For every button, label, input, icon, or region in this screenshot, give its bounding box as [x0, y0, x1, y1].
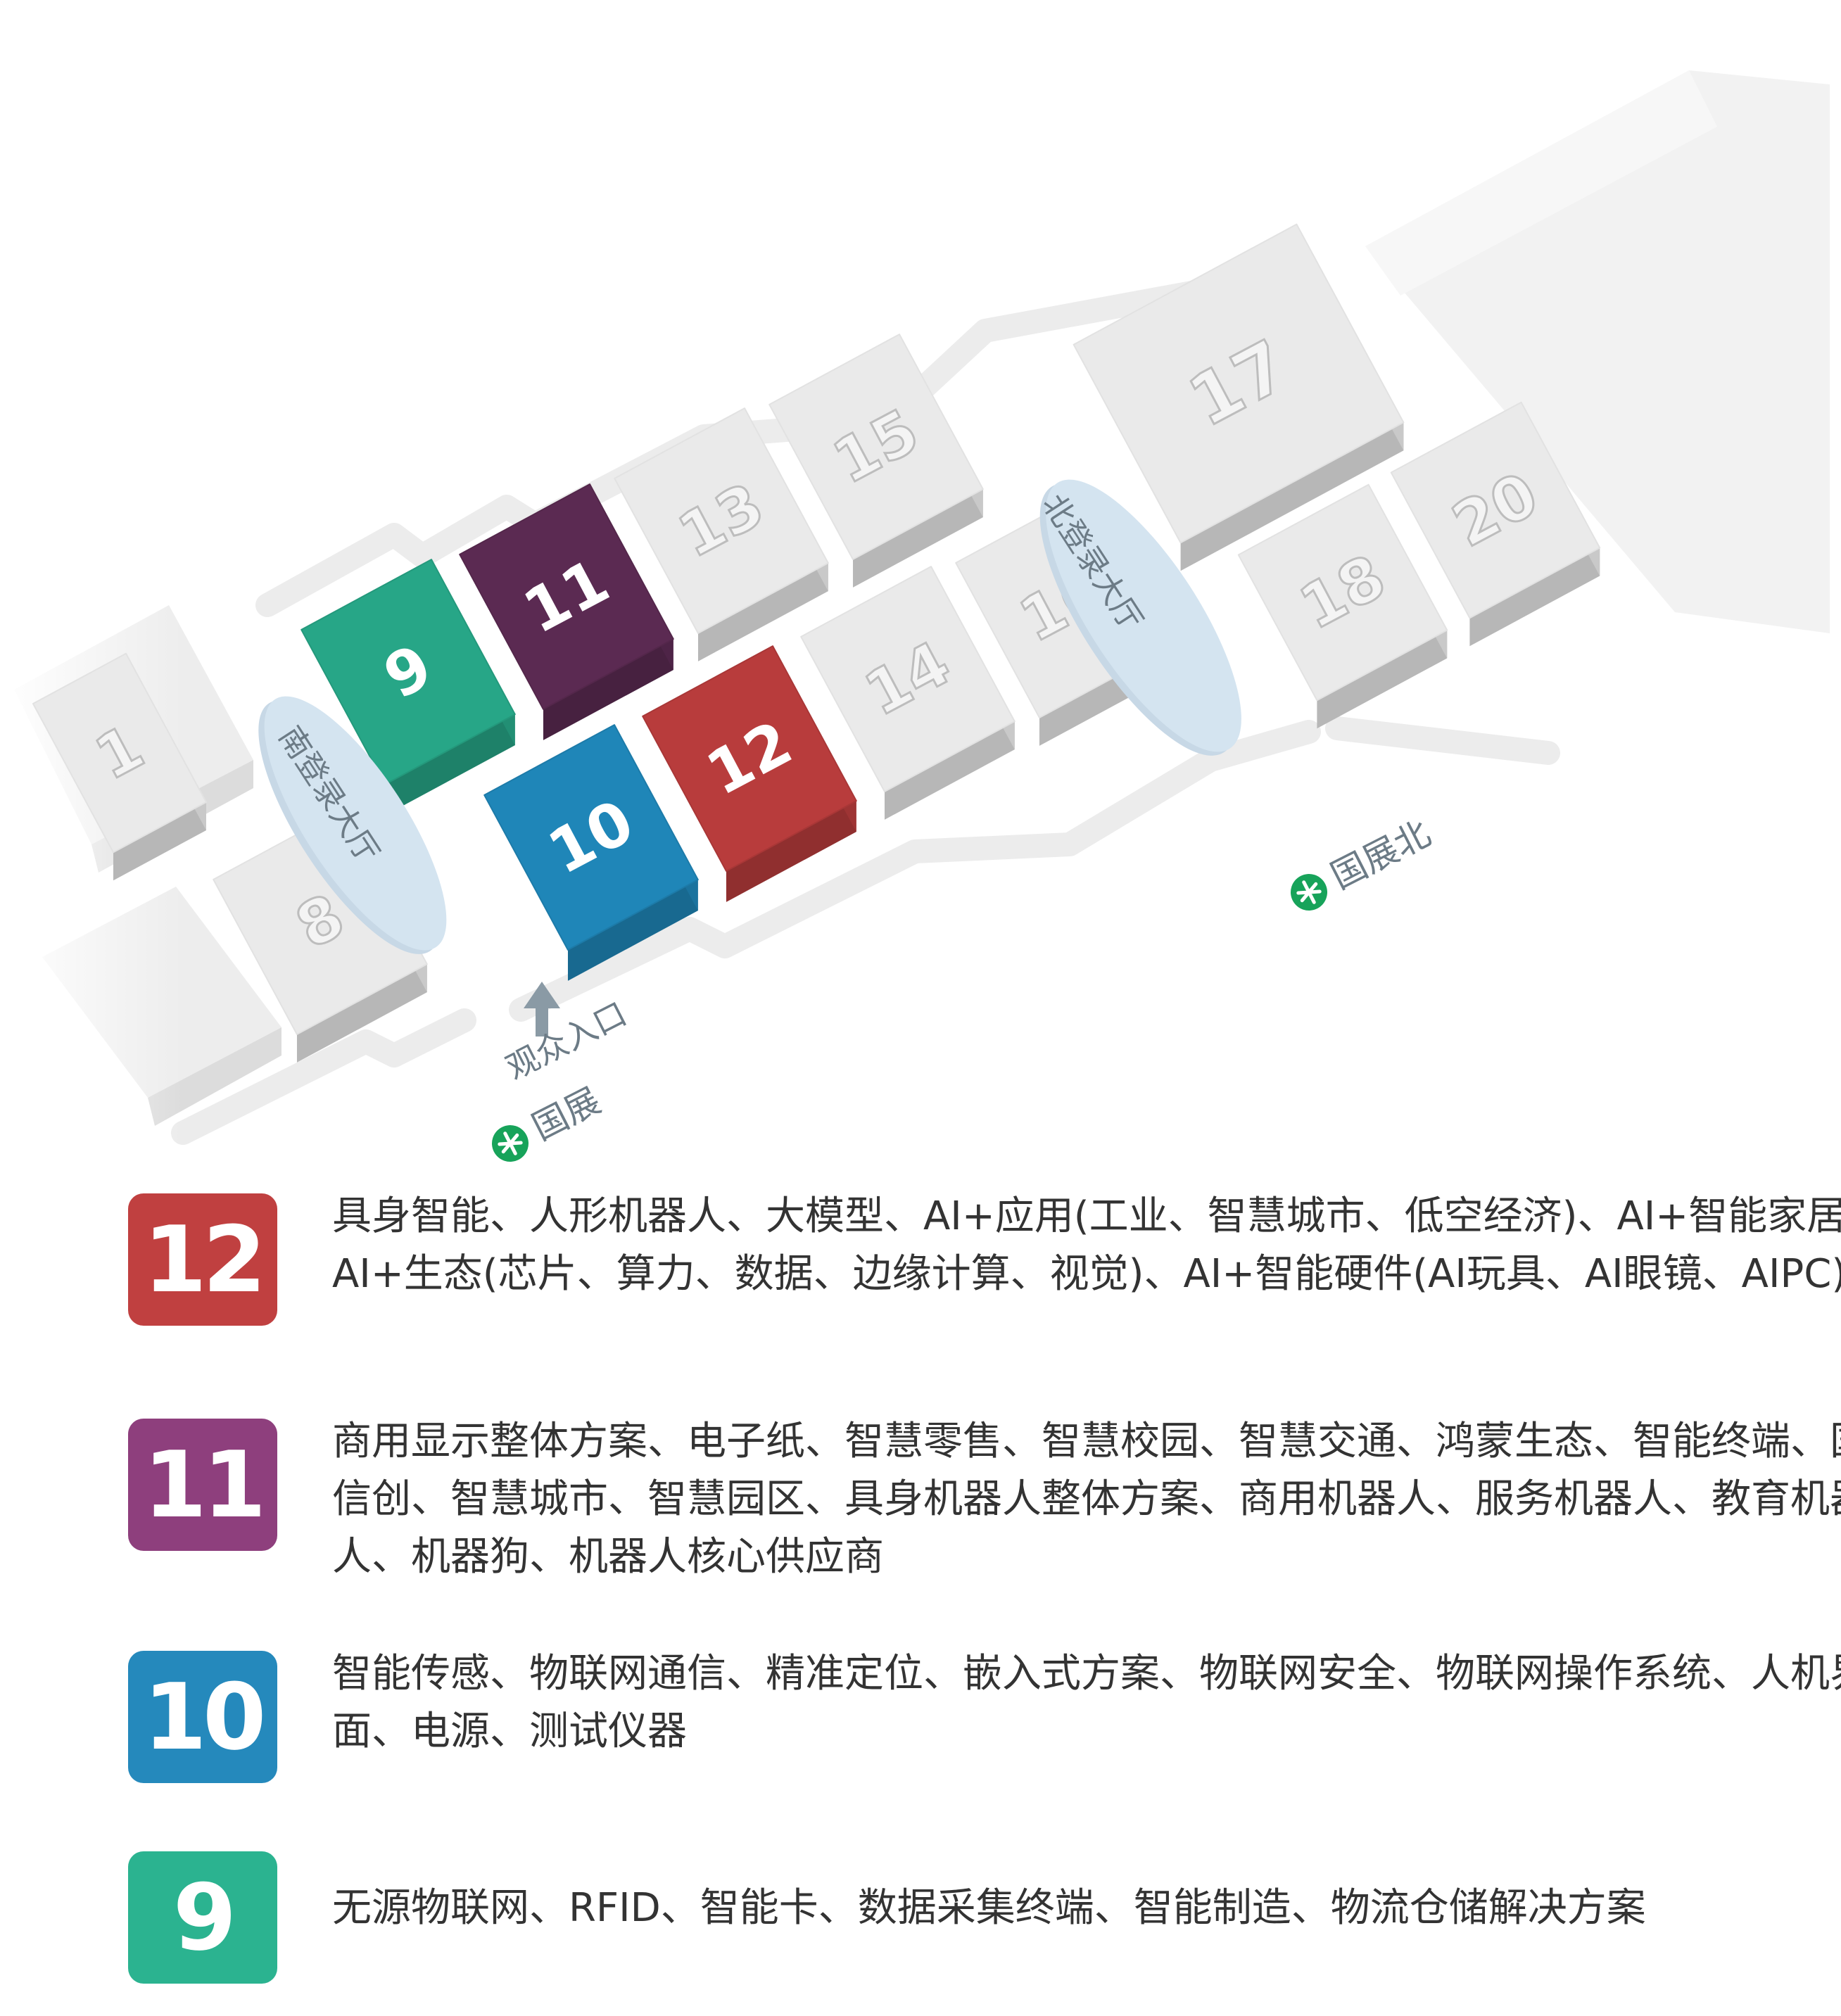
legend-badge-11: 11 — [128, 1419, 277, 1551]
hall-9-top — [300, 559, 516, 785]
hall-12[interactable]: 12 — [642, 645, 857, 902]
hall-1[interactable]: 1 — [32, 652, 207, 881]
hall-17-side-front — [1180, 422, 1404, 571]
metro-station-guozhan[interactable]: 国展 — [484, 1080, 607, 1168]
hall-17[interactable]: 17 — [1073, 223, 1405, 571]
building-top-right — [1365, 70, 1830, 633]
north-lobby[interactable] — [1006, 453, 1276, 782]
hall-8-side-front — [296, 964, 427, 1063]
legend-text-9: 无源物联网、RFID、智能卡、数据采集终端、智能制造、物流仓储解决方案 — [332, 1885, 1646, 1931]
hall-1-top — [32, 652, 207, 854]
metro-station-guozhan-north-label: 国展北 — [1324, 813, 1437, 897]
metro-station-guozhan-north[interactable]: 国展北 — [1283, 813, 1437, 918]
hall-15-side-front — [852, 489, 983, 588]
hall-13[interactable]: 13 — [614, 407, 829, 661]
hall-1-side-front — [113, 801, 206, 881]
hall-15-top — [768, 334, 984, 560]
hall-15[interactable]: 15 — [768, 334, 984, 588]
hall-11-side-front — [543, 639, 673, 740]
metro-station-guozhan-label: 国展 — [526, 1080, 607, 1148]
legend-text-11: 商用显示整体方案、电子纸、智慧零售、智慧校园、智慧交通、鸿蒙生态、智能终端、国产… — [332, 1419, 1841, 1580]
entrance-arrow-icon — [524, 982, 560, 1036]
hall-18[interactable]: 18 — [1237, 483, 1448, 729]
hall-legend: 12 具身智能、人形机器人、大模型、AI+应用(工业、智慧城市、低空经济)、AI… — [0, 1182, 1841, 2016]
legend-badge-10: 10 — [128, 1651, 277, 1783]
hall-14[interactable]: 14 — [800, 566, 1016, 820]
hall-9-side-front — [384, 714, 515, 816]
hall-12-top — [642, 645, 857, 872]
hall-13-top — [614, 407, 829, 634]
hall-12-side-front — [726, 801, 856, 902]
hall-10-side-front — [567, 880, 698, 981]
legend-text-10: 智能传感、物联网通信、精准定位、嵌入式方案、物联网安全、物联网操作系统、人机界面… — [332, 1651, 1841, 1754]
hall-20[interactable]: 20 — [1390, 401, 1601, 647]
hall-9[interactable]: 9 — [300, 559, 516, 816]
hall-14-side-front — [884, 721, 1015, 820]
hall-10[interactable]: 10 — [483, 724, 699, 981]
hall-18-top — [1237, 483, 1448, 702]
hall-11-top — [459, 483, 674, 710]
south-lobby[interactable] — [227, 672, 479, 979]
hall-20-top — [1390, 401, 1601, 619]
hall-17-top — [1073, 223, 1405, 544]
halls-left-faded — [0, 605, 281, 1168]
hall-14-top — [800, 566, 1016, 792]
legend-badge-12: 12 — [128, 1193, 277, 1326]
hall-10-top — [483, 724, 699, 951]
hall-20-side-front — [1469, 547, 1600, 647]
hall-11[interactable]: 11 — [459, 483, 674, 740]
legend-text-12: 具身智能、人形机器人、大模型、AI+应用(工业、智慧城市、低空经济)、AI+智能… — [332, 1193, 1841, 1297]
hall-18-side-front — [1317, 630, 1448, 729]
hall-13-side-front — [697, 563, 828, 661]
legend-badge-9: 9 — [128, 1851, 277, 1984]
